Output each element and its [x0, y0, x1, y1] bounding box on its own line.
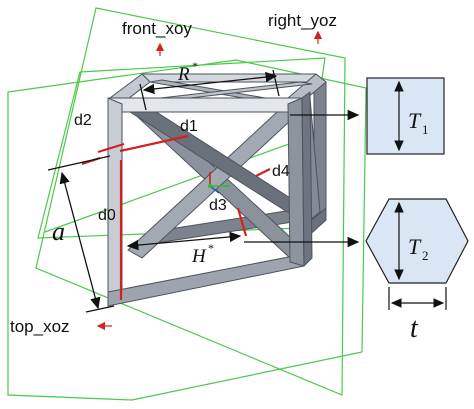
- R-superscript: *: [192, 59, 198, 73]
- hexagon-T-label: T: [408, 234, 422, 259]
- square-T-subscript: 1: [422, 122, 429, 137]
- square-section-shape: [366, 77, 445, 155]
- a-label: a: [52, 217, 65, 246]
- dim-a-ext-bottom: [85, 305, 115, 313]
- right-plane-outline: [35, 7, 346, 396]
- t-label: t: [410, 313, 419, 344]
- section-square: T 1: [366, 77, 445, 155]
- H-superscript: *: [208, 241, 214, 255]
- d0-label: d0: [98, 207, 116, 224]
- d3-label: d3: [209, 197, 227, 214]
- lattice-cube: [107, 73, 327, 307]
- square-T-label: T: [408, 108, 422, 133]
- dim-R-line: [142, 71, 278, 95]
- d2-label: d2: [74, 112, 92, 129]
- dim-R-ext-left: [139, 83, 147, 111]
- front-right-edge: [287, 97, 305, 267]
- section-hexagon: T 2 t: [365, 198, 469, 344]
- origin-axes: [207, 172, 230, 194]
- red-edge-d4: [255, 168, 271, 177]
- d4-label: d4: [272, 163, 290, 180]
- d1-label: d1: [180, 118, 198, 135]
- dim-R-ext-right: [272, 69, 280, 97]
- right-plane-label: right_yoz: [268, 11, 337, 30]
- origin-point: [207, 183, 213, 189]
- plane-normal-arrows: [96, 30, 323, 331]
- R-label: R: [177, 64, 190, 85]
- H-label: H: [191, 246, 207, 267]
- red-edge-d3: [236, 207, 248, 237]
- dim-H-line: [126, 231, 242, 251]
- dimension-lines: [47, 69, 360, 313]
- dim-a-ext-top: [47, 155, 111, 171]
- red-edge-d2: [97, 142, 125, 154]
- hexagon-section-shape: [365, 198, 469, 284]
- top-plane-outline: [7, 59, 367, 401]
- front-right-bevel: [301, 91, 313, 267]
- dim-a-line: [59, 171, 101, 310]
- front-top-edge: [107, 97, 301, 113]
- front-bottom-edge: [107, 253, 305, 307]
- hexagon-T-subscript: 2: [422, 248, 429, 263]
- red-edge-d1: [119, 134, 189, 153]
- top-plane-label: top_xoz: [10, 317, 70, 336]
- front-plane-label: front_xoy: [122, 19, 192, 38]
